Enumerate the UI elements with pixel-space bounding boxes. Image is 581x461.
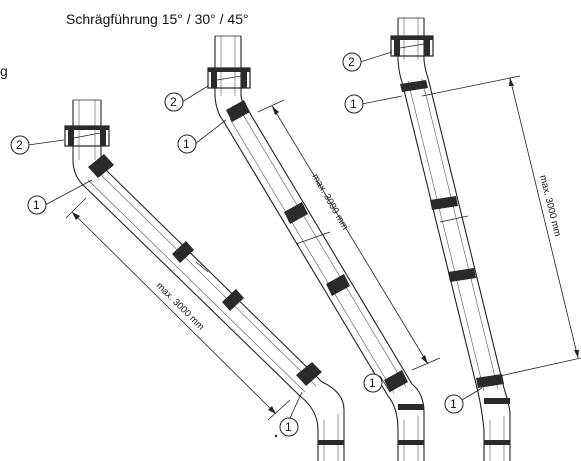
dimension-label: max. 3000 mm [154, 280, 206, 332]
assembly-15deg: max. 3000 mm 2 1 1 [342, 17, 581, 461]
callout-1: 1 [177, 119, 227, 154]
diagram-title: Schrägführung 15° / 30° / 45° [66, 11, 249, 27]
svg-text:2: 2 [348, 55, 355, 69]
dimension-line [257, 99, 441, 371]
edge-text-fragment: g [0, 63, 8, 79]
diagonal-pipe [81, 154, 323, 397]
callout-1: 1 [344, 94, 403, 114]
wall-bracket [390, 35, 434, 57]
callout-1: 1 [279, 391, 303, 437]
dimension-line [65, 197, 291, 421]
callout-2: 2 [10, 135, 65, 155]
svg-text:1: 1 [285, 420, 292, 434]
svg-text:1: 1 [450, 397, 457, 411]
callout-2: 2 [164, 85, 209, 112]
callout-1: 1 [27, 179, 93, 215]
svg-text:1: 1 [350, 97, 357, 111]
callout-1: 1 [444, 387, 483, 414]
wall-bracket [64, 125, 110, 147]
diagonal-pipe [400, 77, 505, 393]
diagonal-pipe [223, 100, 413, 397]
wall-bracket [207, 67, 251, 89]
svg-text:1: 1 [369, 376, 376, 390]
svg-text:2: 2 [16, 138, 23, 152]
assembly-30deg: max. 3000 mm 2 1 1 [164, 35, 441, 461]
svg-text:1: 1 [183, 137, 190, 151]
callout-2: 2 [342, 51, 393, 72]
svg-text:1: 1 [33, 198, 40, 212]
vertical-pipe-top [214, 35, 242, 96]
assembly-45deg: max. 3000 mm 2 1 1 [10, 99, 345, 461]
dimension-line [421, 75, 581, 377]
svg-text:2: 2 [170, 95, 177, 109]
stray-dot [274, 434, 278, 438]
callout-1: 1 [363, 373, 391, 393]
